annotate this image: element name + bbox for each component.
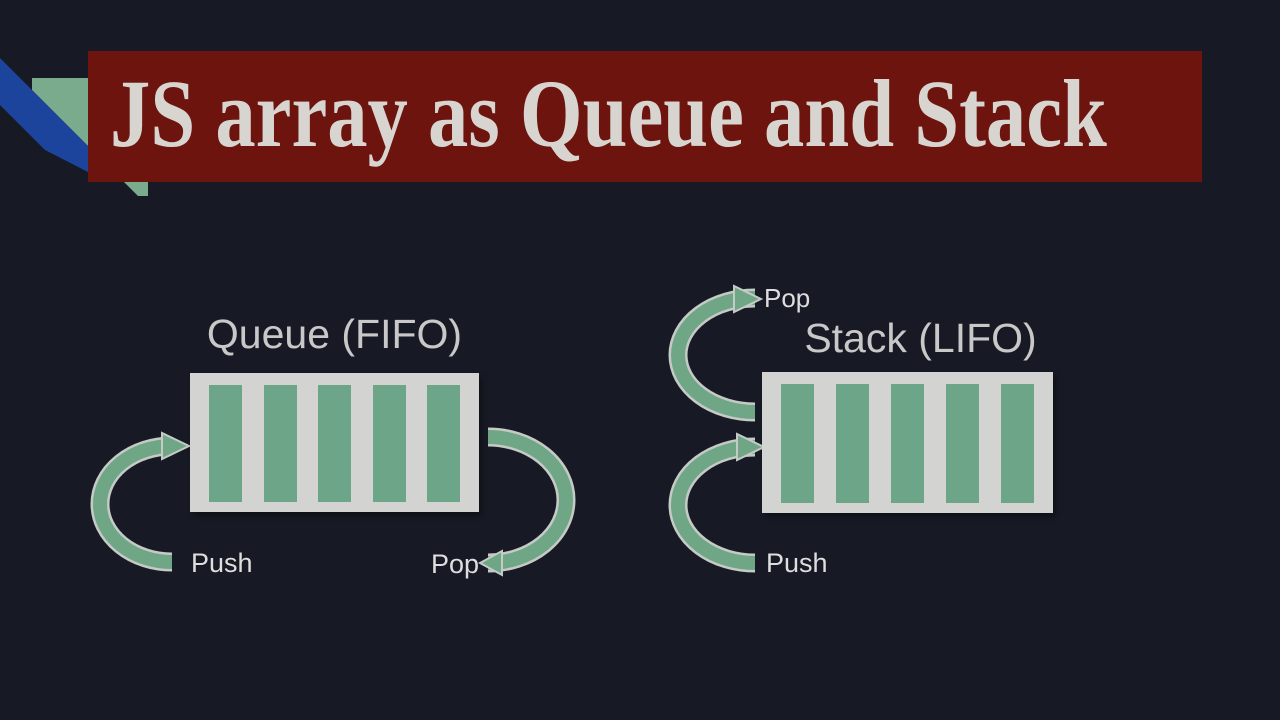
array-cell [318, 385, 351, 502]
queue-pop-label: Pop [431, 549, 480, 579]
array-cell [372, 385, 406, 502]
stack-push-label: Push [766, 548, 828, 578]
array-cell [1001, 384, 1034, 503]
array-cell [427, 385, 460, 502]
queue-push-label: Push [191, 548, 253, 578]
array-cell [781, 384, 814, 503]
slide-title: JS array as Queue and Stack [110, 59, 1107, 167]
title-banner: JS array as Queue and Stack [88, 51, 1202, 182]
queue-array-box [190, 373, 479, 512]
stack-array-box [762, 372, 1053, 513]
array-cell [263, 385, 297, 502]
queue-push-arrow-icon [90, 431, 192, 572]
queue-pop-arrow-icon [477, 427, 576, 577]
array-cell [946, 384, 979, 503]
stack-pop-label: Pop [764, 283, 811, 313]
stack-pop-arrow-icon [668, 284, 764, 422]
array-cell [836, 384, 869, 503]
array-cell [891, 384, 924, 503]
array-cell [209, 385, 242, 502]
queue-heading: Queue (FIFO) [206, 311, 463, 357]
stack-heading: Stack (LIFO) [804, 315, 1037, 361]
blue-ribbon-decoration-icon [0, 58, 88, 172]
stack-push-arrow-icon [668, 432, 767, 573]
